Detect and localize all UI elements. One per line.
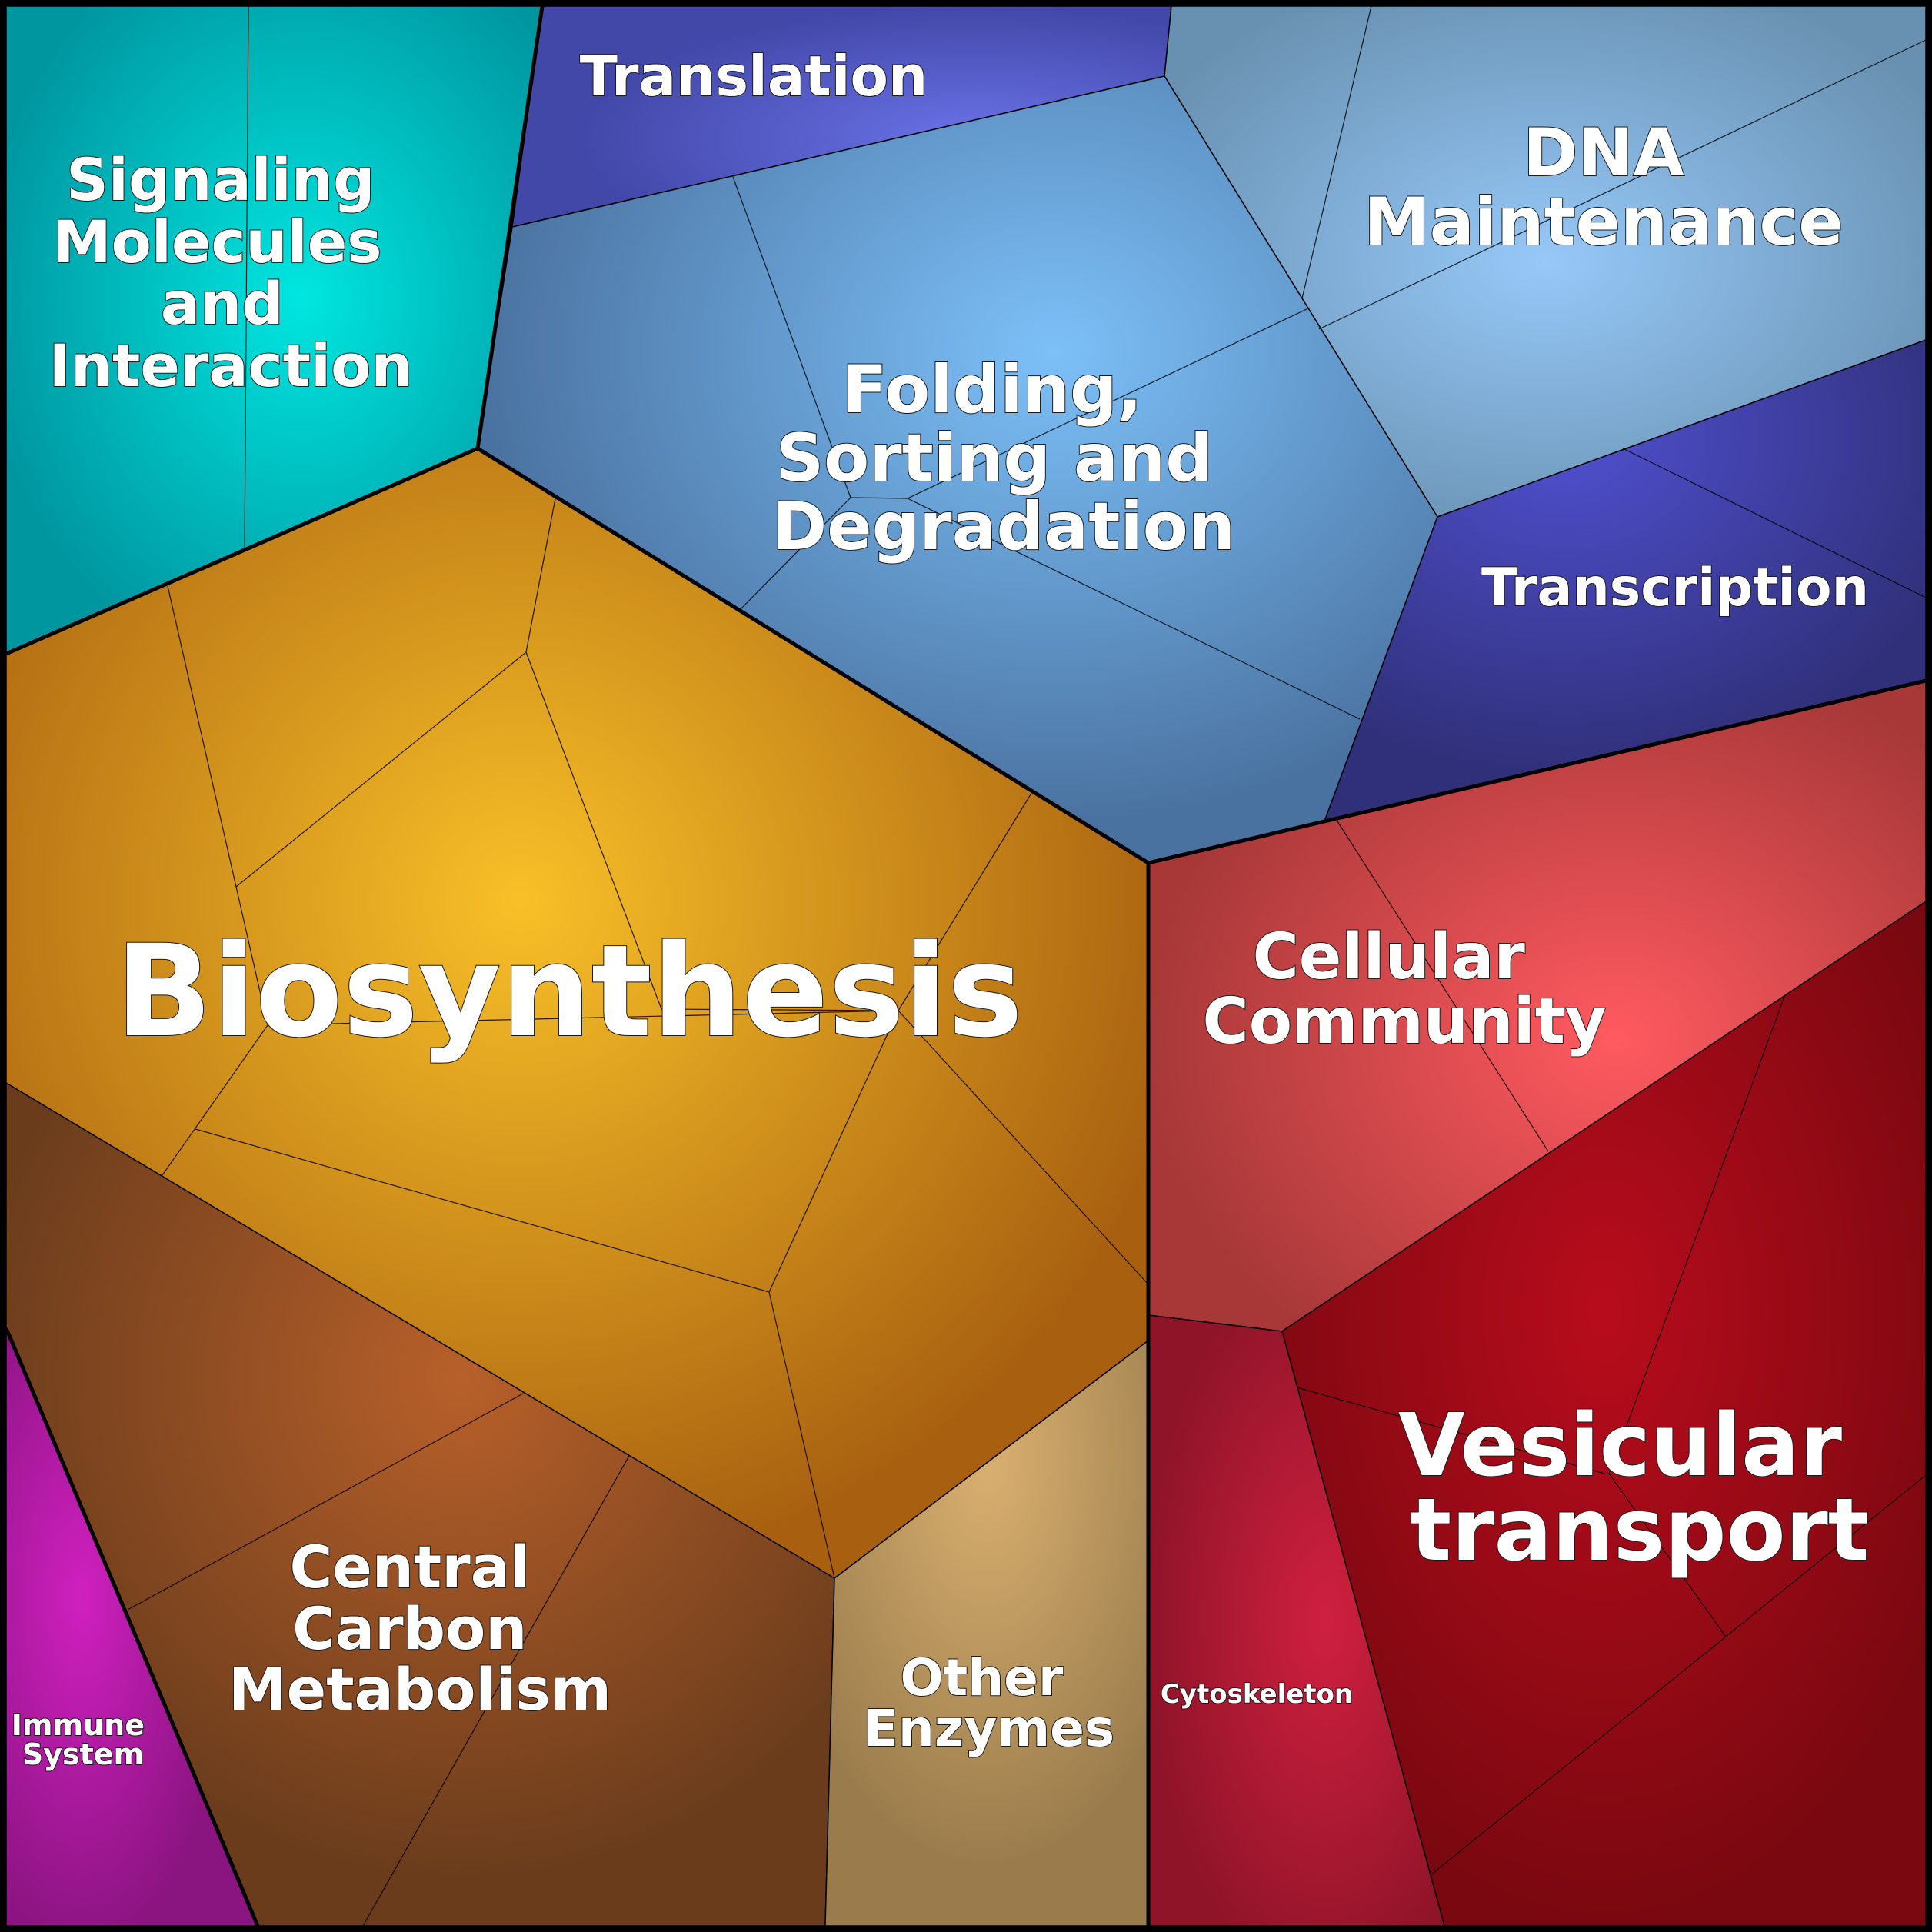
label-immune-system: Immune System (12, 1708, 155, 1771)
label-signaling: Signaling Molecules and Interaction (49, 145, 413, 400)
label-dna-maintenance: DNA Maintenance (1364, 115, 1844, 261)
label-transcription: Transcription (1481, 558, 1869, 618)
label-biosynthesis: Biosynthesis (115, 918, 1023, 1065)
label-central-carbon: Central Carbon Metabolism (228, 1533, 611, 1724)
label-vesicular-transport: Vesicular transport (1398, 1396, 1872, 1581)
label-translation: Translation (580, 44, 928, 108)
subcell-lines (127, 5, 1927, 1927)
label-folding: Folding, Sorting and Degradation (772, 351, 1236, 565)
label-other-enzymes: Other Enzymes (864, 1648, 1114, 1758)
label-cellular-community: Cellular Community (1203, 921, 1607, 1058)
label-cytoskeleton: Cytoskeleton (1161, 1679, 1353, 1710)
region-labels: Signaling Molecules and Interaction Tran… (11, 43, 1872, 1772)
